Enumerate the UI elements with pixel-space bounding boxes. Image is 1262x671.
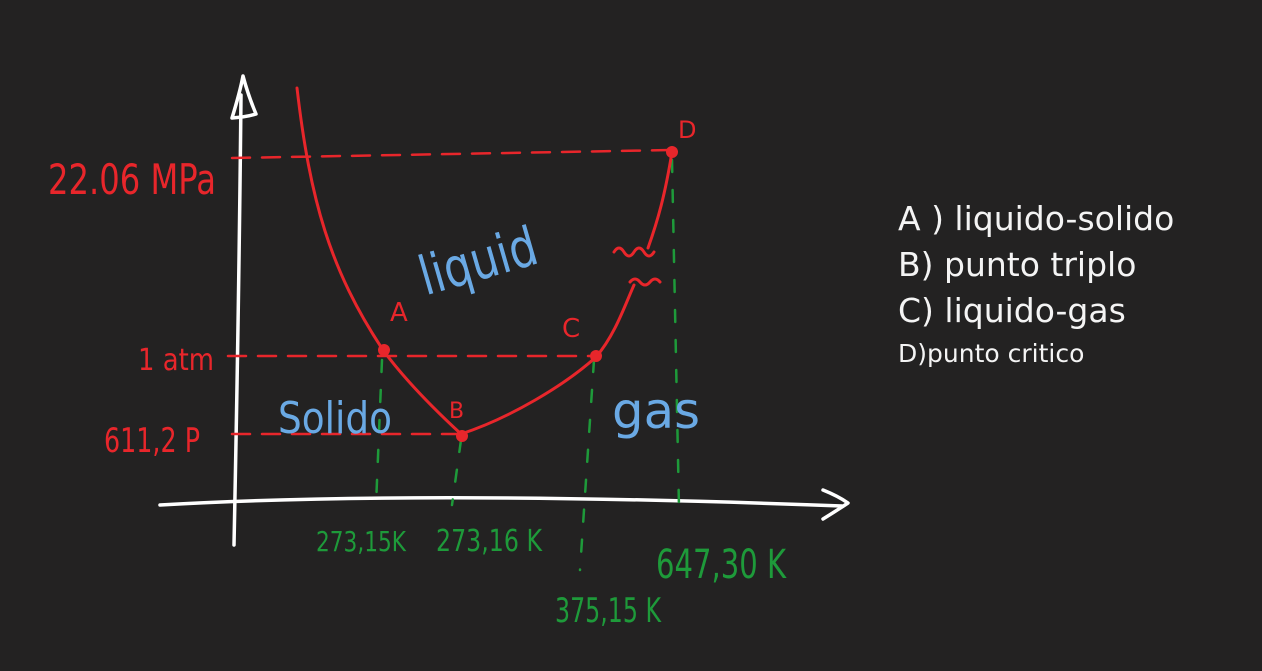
vaporization-curve bbox=[459, 283, 636, 436]
region-labels: liquid Solido gas bbox=[278, 214, 700, 444]
point-d-label: D bbox=[678, 116, 696, 144]
temperature-guides bbox=[374, 158, 681, 572]
point-d-marker bbox=[666, 146, 678, 158]
temp-triple-label: 273,16 K bbox=[436, 524, 543, 559]
region-solid-label: Solido bbox=[278, 393, 392, 444]
legend-item-c: C) liquido-gas bbox=[898, 291, 1126, 330]
axes bbox=[158, 74, 850, 547]
temperature-labels: 273,15K 273,16 K 375,15 K 647,30 K bbox=[316, 524, 787, 631]
temp-critical-label: 647,30 K bbox=[656, 542, 787, 588]
guide-triple bbox=[450, 438, 463, 507]
x-axis-arrowhead bbox=[821, 488, 850, 521]
x-axis bbox=[158, 495, 844, 508]
y-axis bbox=[232, 93, 243, 547]
pressure-triple-label: 611,2 P bbox=[104, 421, 200, 461]
break-mark-upper bbox=[612, 246, 656, 258]
legend-item-d: D)punto critico bbox=[898, 339, 1085, 368]
guide-melting bbox=[374, 358, 384, 507]
legend-item-b: B) punto triplo bbox=[898, 245, 1137, 284]
legend-item-a: A ) liquido-solido bbox=[898, 199, 1175, 238]
point-a-marker bbox=[378, 344, 390, 356]
pressure-atm-label: 1 atm bbox=[138, 343, 214, 378]
break-mark-lower bbox=[628, 277, 662, 287]
points bbox=[378, 146, 678, 442]
guide-boiling bbox=[578, 358, 596, 572]
pressure-labels: 22.06 MPa 1 atm 611,2 P bbox=[48, 155, 216, 461]
legend: A ) liquido-solido B) punto triplo C) li… bbox=[898, 196, 1174, 374]
temp-boiling-label: 375,15 K bbox=[555, 591, 662, 631]
vaporization-curve-upper bbox=[646, 150, 674, 250]
point-a-label: A bbox=[390, 298, 408, 328]
pressure-critical-label: 22.06 MPa bbox=[48, 155, 216, 204]
guide-critical bbox=[670, 158, 681, 510]
region-liquid-label: liquid bbox=[412, 214, 545, 308]
point-c-label: C bbox=[562, 314, 580, 344]
fusion-curve bbox=[295, 86, 463, 436]
temp-melting-label: 273,15K bbox=[316, 525, 406, 558]
pressure-guides bbox=[226, 148, 674, 436]
point-labels: A B C D bbox=[390, 116, 696, 424]
region-gas-label: gas bbox=[612, 382, 700, 440]
guide-critical-pressure bbox=[230, 148, 674, 160]
point-c-marker bbox=[590, 350, 602, 362]
point-b-marker bbox=[456, 430, 468, 442]
y-axis-arrowhead bbox=[230, 74, 258, 120]
point-b-label: B bbox=[449, 399, 464, 424]
